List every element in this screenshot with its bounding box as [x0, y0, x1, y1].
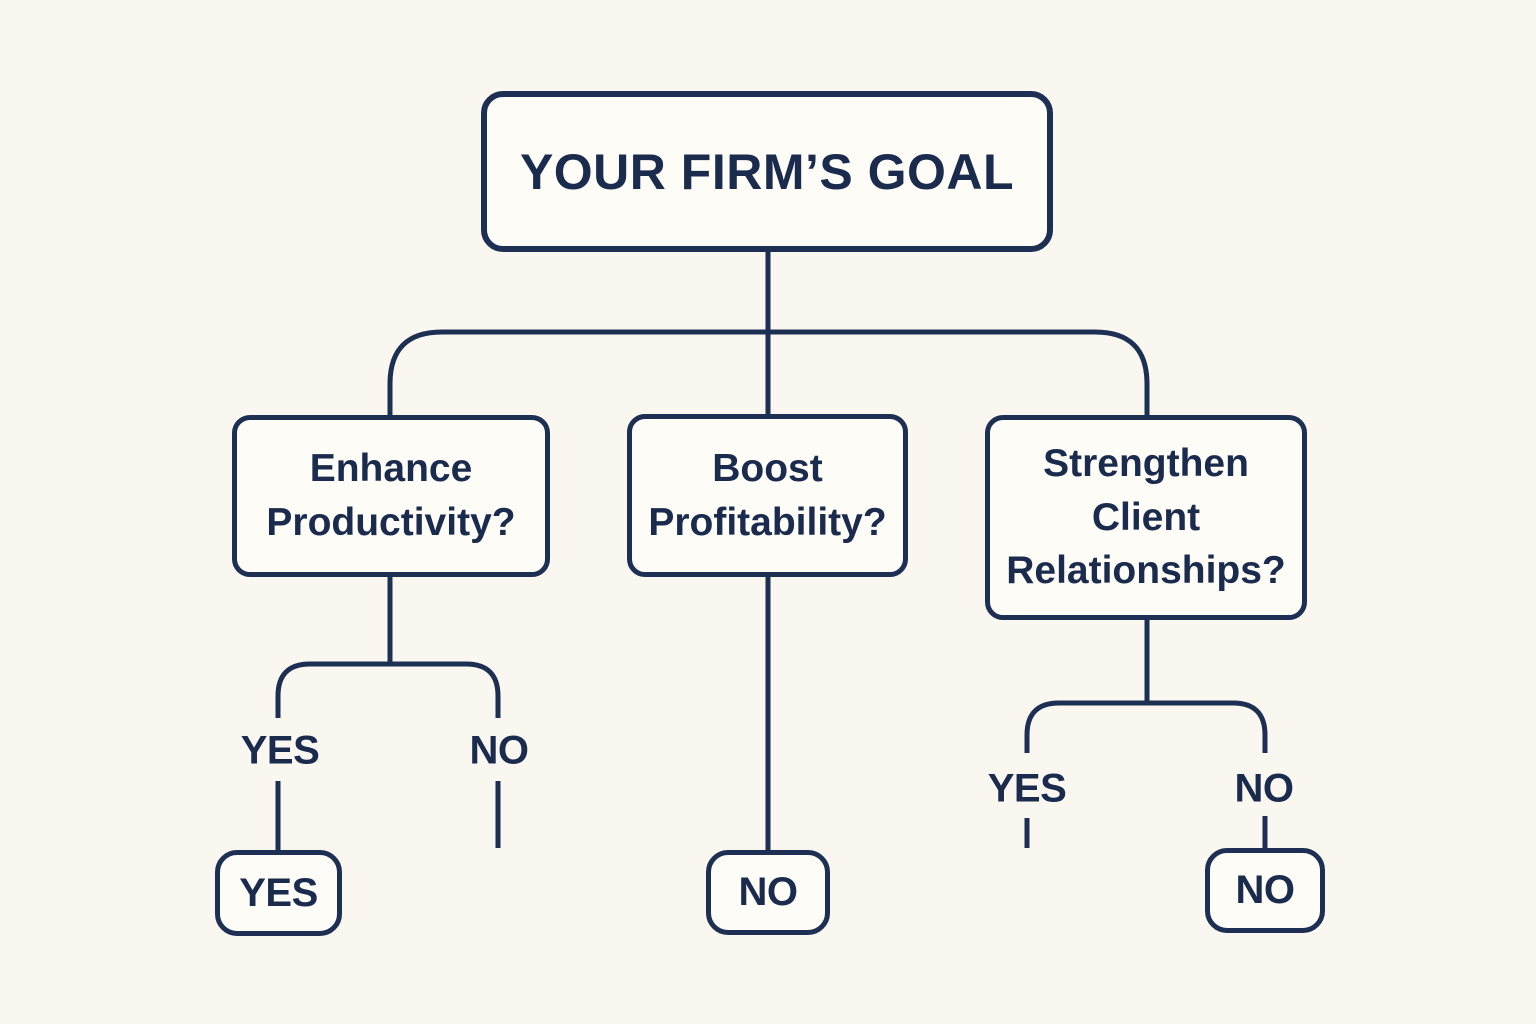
top-branch-line — [387, 329, 1150, 416]
root-node-goal: YOUR FIRM’S GOAL — [481, 91, 1053, 252]
question-label: Boost Profitability? — [648, 446, 887, 544]
result-node-q3-no: NO — [1205, 848, 1325, 933]
result-label: NO — [1235, 868, 1296, 912]
question-label: Enhance Productivity? — [266, 447, 516, 544]
result-node-q1-yes: YES — [215, 850, 342, 936]
branch-label-q3-no: NO — [1234, 766, 1295, 811]
question-node-relationships: Strengthen Client Relationships? — [985, 415, 1307, 620]
root-node-label: YOUR FIRM’S GOAL — [519, 143, 1015, 200]
branch-label-q1-yes: YES — [240, 728, 320, 773]
q3-fork-line — [1024, 700, 1268, 753]
result-label: NO — [738, 870, 799, 914]
branch-label-q3-yes: YES — [987, 766, 1067, 811]
question-label: Strengthen Client Relationships? — [1006, 441, 1286, 593]
question-node-productivity: Enhance Productivity? — [232, 415, 550, 577]
question-node-profitability: Boost Profitability? — [627, 414, 908, 577]
q1-fork-line — [275, 661, 501, 718]
result-node-q2-no: NO — [706, 850, 830, 935]
result-label: YES — [239, 870, 318, 915]
branch-label-q1-no: NO — [469, 728, 530, 773]
